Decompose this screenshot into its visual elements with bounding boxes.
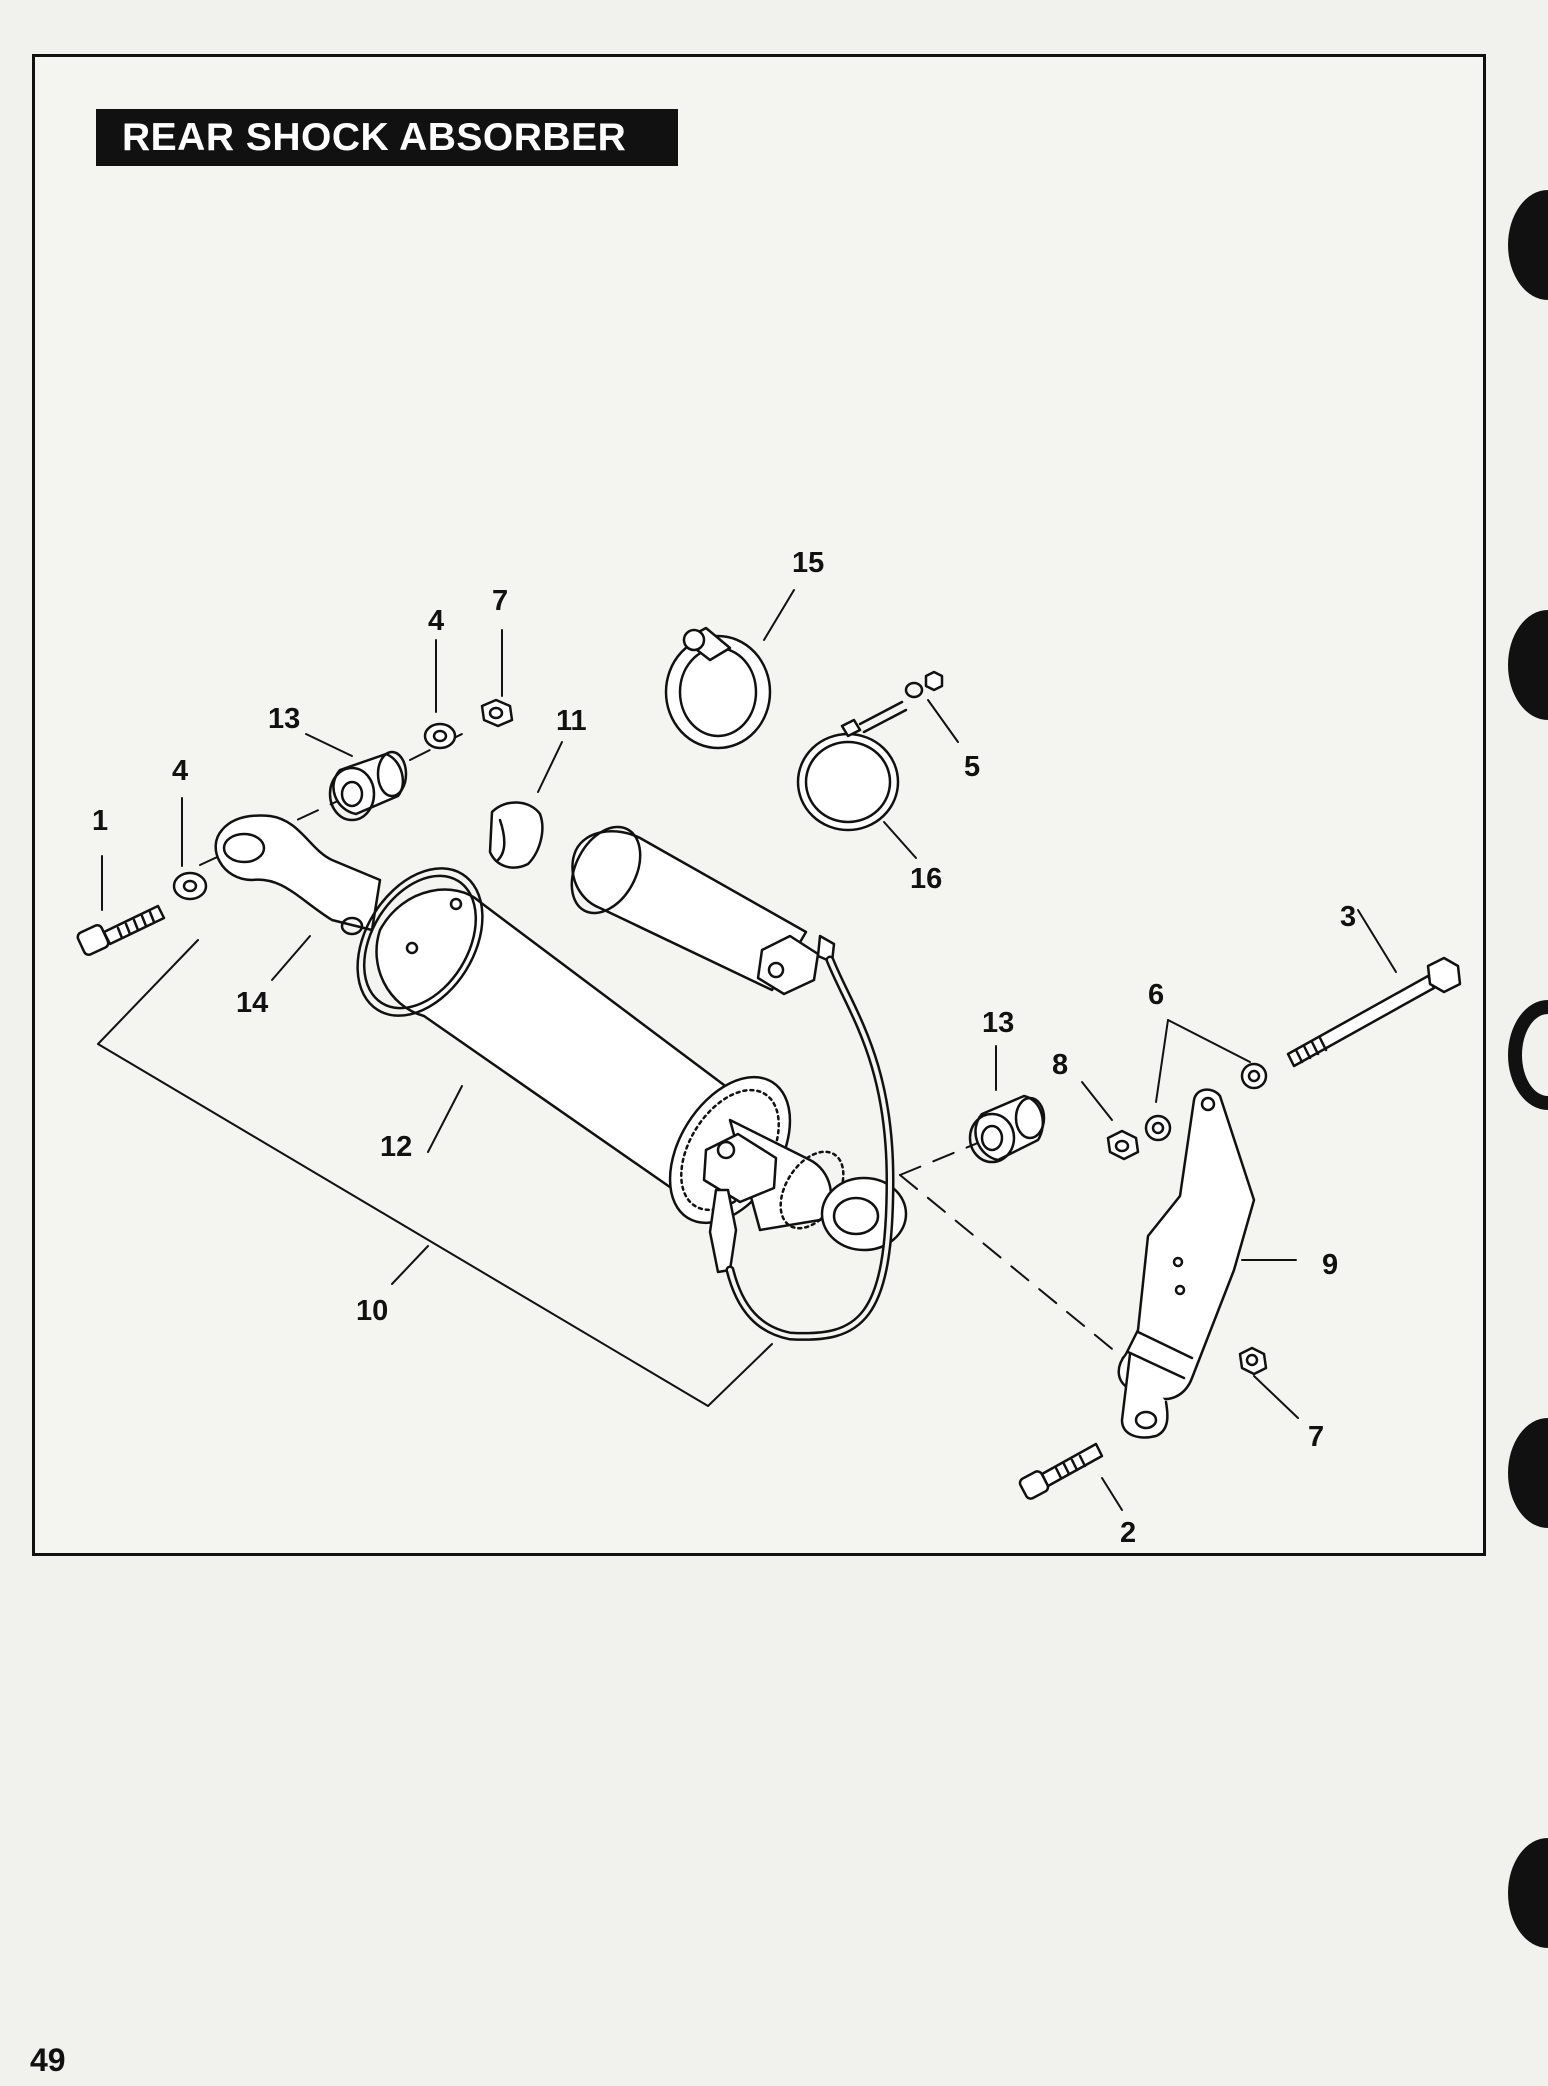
diagram-frame: [32, 54, 1486, 1556]
bolt-1: [76, 904, 166, 956]
nut-8: [1106, 1129, 1140, 1161]
washer-6-b: [1240, 1062, 1268, 1090]
bolt-3: [1286, 956, 1462, 1068]
callout-16: 16: [910, 863, 942, 895]
page-title: REAR SHOCK ABSORBER: [96, 109, 678, 166]
callout-4-left: 4: [172, 755, 188, 787]
callout-4-upper: 4: [428, 605, 444, 637]
washer-4-upper: [423, 722, 457, 750]
reservoir: [570, 825, 836, 996]
callout-11: 11: [556, 705, 587, 737]
nut-7-upper: [480, 698, 514, 728]
callout-13-lower: 13: [982, 1007, 1014, 1039]
callout-9: 9: [1322, 1249, 1338, 1281]
shock-body-12: [356, 867, 908, 1274]
hose-clamp-15: [664, 626, 772, 750]
washer-5: [904, 681, 924, 699]
callout-1: 1: [92, 805, 108, 837]
callout-8: 8: [1052, 1049, 1068, 1081]
reservoir-hose: [725, 955, 895, 1341]
callout-3: 3: [1340, 901, 1356, 933]
callout-2: 2: [1120, 1517, 1136, 1549]
washer-4-left: [172, 871, 208, 901]
mounting-bracket-9: [1117, 1088, 1256, 1439]
bushing-13-upper: [328, 750, 408, 822]
callout-labels: 1 2 3 4 4 5 6 7 7 8 9 10 11 12 13 13 14 …: [92, 547, 1356, 1549]
washer-6-a: [1144, 1114, 1172, 1142]
callout-15: 15: [792, 547, 824, 579]
callout-6: 6: [1148, 979, 1164, 1011]
eye-mount-14: [214, 814, 382, 936]
nut-7-lower: [1238, 1346, 1268, 1376]
page-number: 49: [30, 2042, 66, 2078]
callout-7-upper: 7: [492, 585, 508, 617]
callout-13-upper: 13: [268, 703, 300, 735]
callout-5: 5: [964, 751, 980, 783]
callout-7-lower: 7: [1308, 1421, 1324, 1453]
callout-14: 14: [236, 987, 268, 1019]
nut-5: [924, 670, 944, 692]
callout-12: 12: [380, 1131, 412, 1163]
callout-10: 10: [356, 1295, 388, 1327]
band-clamp-16: [796, 700, 908, 832]
assembly-bracket-10: [97, 939, 773, 1407]
spacer-11: [488, 801, 544, 869]
leader-lines: [101, 589, 1397, 1511]
bushing-13-lower: [968, 1094, 1046, 1164]
bolt-2: [1018, 1442, 1104, 1500]
